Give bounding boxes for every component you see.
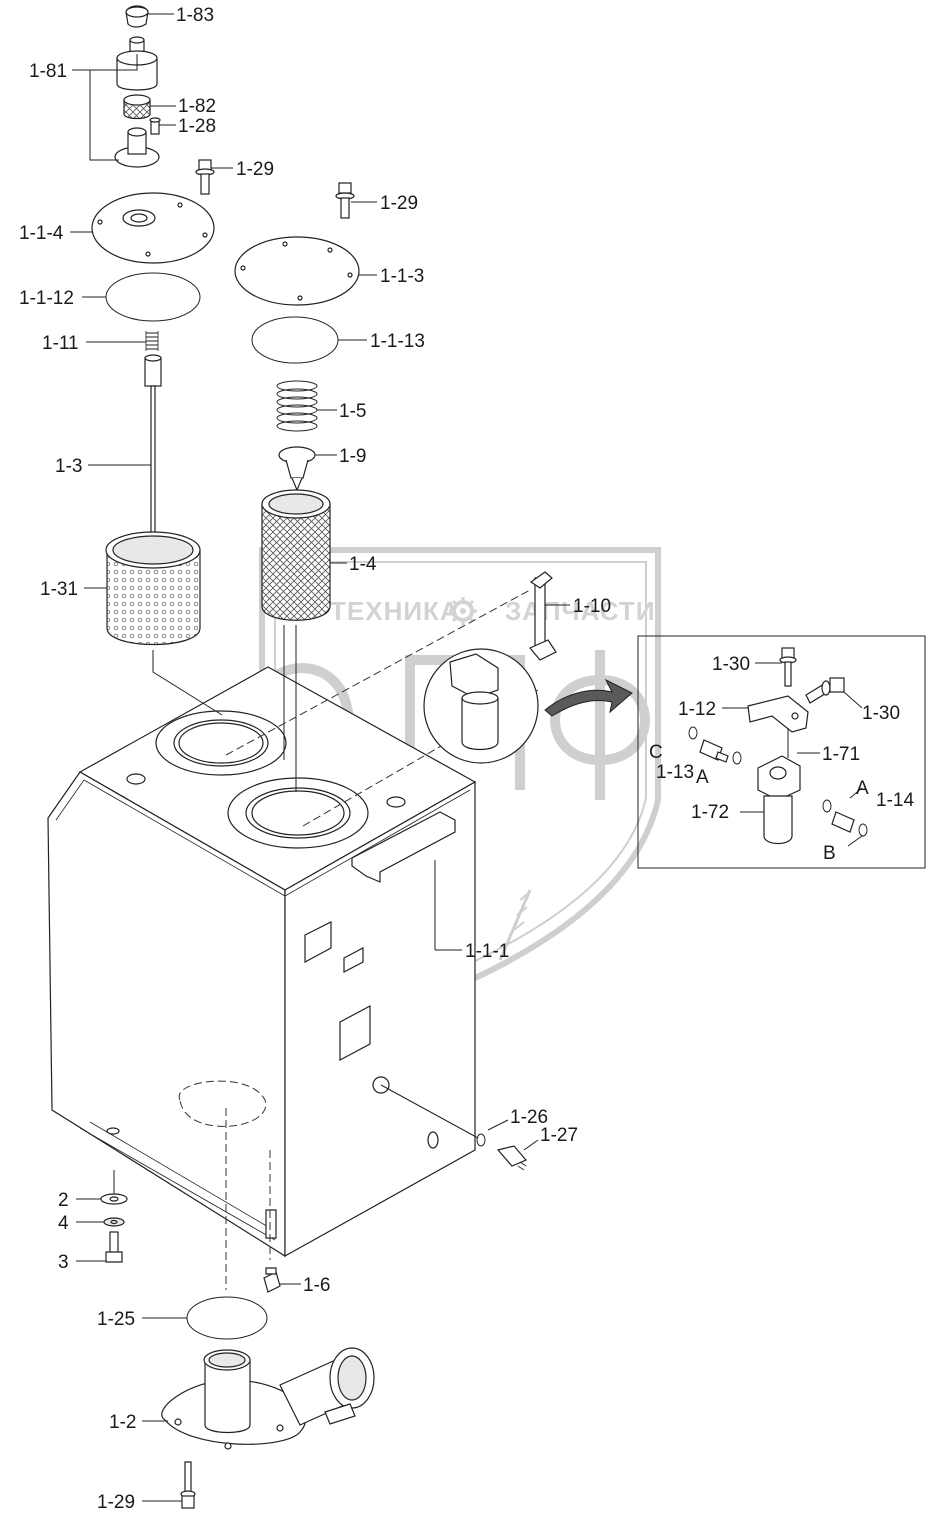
- part-3-bolt: [105, 1231, 123, 1263]
- part-1-11-spring: [145, 331, 159, 351]
- leader-sensor: [380, 1084, 479, 1139]
- part-1-27-sensor: [496, 1145, 527, 1171]
- callout-1-29-top: 1-29: [236, 159, 274, 180]
- part-1-29-bolt-c: [180, 1461, 196, 1509]
- part-1-1-4-cover-plate: [91, 192, 215, 264]
- callout-b: B: [823, 843, 836, 864]
- part-1-1-1-tank: [47, 666, 477, 1258]
- part-1-5-spring: [276, 380, 318, 432]
- watermark-text-right: ЗАПЧАСТИ: [505, 596, 656, 626]
- part-1-82-filter-element: [123, 94, 151, 120]
- callout-1-1-12: 1-1-12: [19, 288, 74, 309]
- part-1-14-fitting: [831, 811, 855, 833]
- callout-1-27: 1-27: [540, 1125, 578, 1146]
- detail-circle-filter: [423, 648, 539, 764]
- part-oring-a-left: [732, 751, 742, 765]
- detail-inset-box: [637, 635, 926, 869]
- callout-1-29-right: 1-29: [380, 193, 418, 214]
- callout-3: 3: [58, 1252, 69, 1273]
- part-1-28-screw: [149, 117, 161, 135]
- callout-4: 4: [58, 1213, 69, 1234]
- callout-1-1-1: 1-1-1: [465, 941, 509, 962]
- callout-1-6: 1-6: [303, 1275, 330, 1296]
- part-oring-c: [688, 726, 698, 740]
- part-1-1-13-o-ring: [251, 316, 339, 364]
- callout-1-29-bottom: 1-29: [97, 1492, 135, 1513]
- part-1-1-12-o-ring: [105, 272, 201, 322]
- callout-1-1-13: 1-1-13: [370, 331, 425, 352]
- callout-1-4: 1-4: [349, 554, 377, 575]
- callout-c: C: [649, 742, 663, 763]
- callout-1-25: 1-25: [97, 1309, 135, 1330]
- part-4-washer: [103, 1217, 125, 1227]
- callout-1-12: 1-12: [678, 699, 716, 720]
- callout-a-right: A: [856, 778, 869, 799]
- part-oring-b: [858, 823, 868, 837]
- part-breather-base: [114, 127, 160, 168]
- callout-1-2: 1-2: [109, 1412, 136, 1433]
- part-oring-a-right: [822, 799, 832, 813]
- part-1-29-bolt-b: [335, 182, 355, 219]
- arrow-icon: [544, 678, 633, 717]
- callout-1-13: 1-13: [656, 762, 694, 783]
- hidden-flange-bottom: [178, 1080, 267, 1127]
- callout-1-3: 1-3: [55, 456, 82, 477]
- part-1-31-filter-element: [105, 531, 201, 646]
- callout-1-28: 1-28: [178, 116, 216, 137]
- part-1-30-bolt-b: [805, 677, 845, 704]
- callout-1-5: 1-5: [339, 401, 366, 422]
- part-1-6-drain-cock: [263, 1267, 281, 1293]
- callout-1-83: 1-83: [176, 5, 214, 26]
- callout-1-1-3: 1-1-3: [380, 266, 424, 287]
- callout-1-72: 1-72: [691, 802, 729, 823]
- callout-1-30-right: 1-30: [862, 703, 900, 724]
- part-1-72-filter-bowl: [763, 795, 793, 845]
- part-1-71-filter-head: [757, 755, 801, 801]
- part-1-12-bracket: [747, 695, 809, 733]
- watermark-text-left: ТЕХНИКА: [330, 596, 460, 626]
- callout-1-14: 1-14: [876, 790, 914, 811]
- callout-2: 2: [58, 1190, 69, 1211]
- callout-1-10: 1-10: [573, 596, 611, 617]
- callout-1-81: 1-81: [29, 61, 67, 82]
- callout-1-30-left: 1-30: [712, 654, 750, 675]
- callout-1-82: 1-82: [178, 96, 216, 117]
- callout-1-1-4: 1-1-4: [19, 223, 64, 244]
- callout-1-9: 1-9: [339, 446, 366, 467]
- part-1-9-valve: [278, 446, 316, 492]
- gear-icon: [449, 597, 477, 625]
- part-1-26-o-ring: [476, 1133, 486, 1147]
- part-1-1-3-cover-plate: [234, 236, 360, 306]
- callout-a-left: A: [696, 767, 709, 788]
- part-1-25-o-ring: [186, 1296, 268, 1340]
- callout-1-11: 1-11: [42, 333, 79, 354]
- callout-1-71: 1-71: [822, 744, 860, 765]
- part-1-13-fitting: [699, 739, 729, 763]
- part-1-83-cap: [125, 5, 149, 28]
- part-1-29-bolt-a: [195, 159, 215, 195]
- callout-1-31: 1-31: [40, 579, 78, 600]
- leader-element-1-31: [152, 650, 223, 716]
- part-1-3-rod: [144, 354, 162, 549]
- part-2-washer: [100, 1193, 128, 1205]
- part-1-2-suction-pipe: [161, 1347, 375, 1450]
- hidden-line-a: [225, 589, 531, 756]
- callout-leaders: [70, 13, 863, 1502]
- part-1-4-filter-element: [261, 489, 331, 621]
- part-1-10-sensor-pipe: [529, 571, 557, 661]
- callout-1-26: 1-26: [510, 1107, 548, 1128]
- hidden-line-b: [302, 689, 539, 827]
- part-1-30-bolt-a: [779, 647, 797, 687]
- watermark-logo-letter-f: [550, 650, 650, 800]
